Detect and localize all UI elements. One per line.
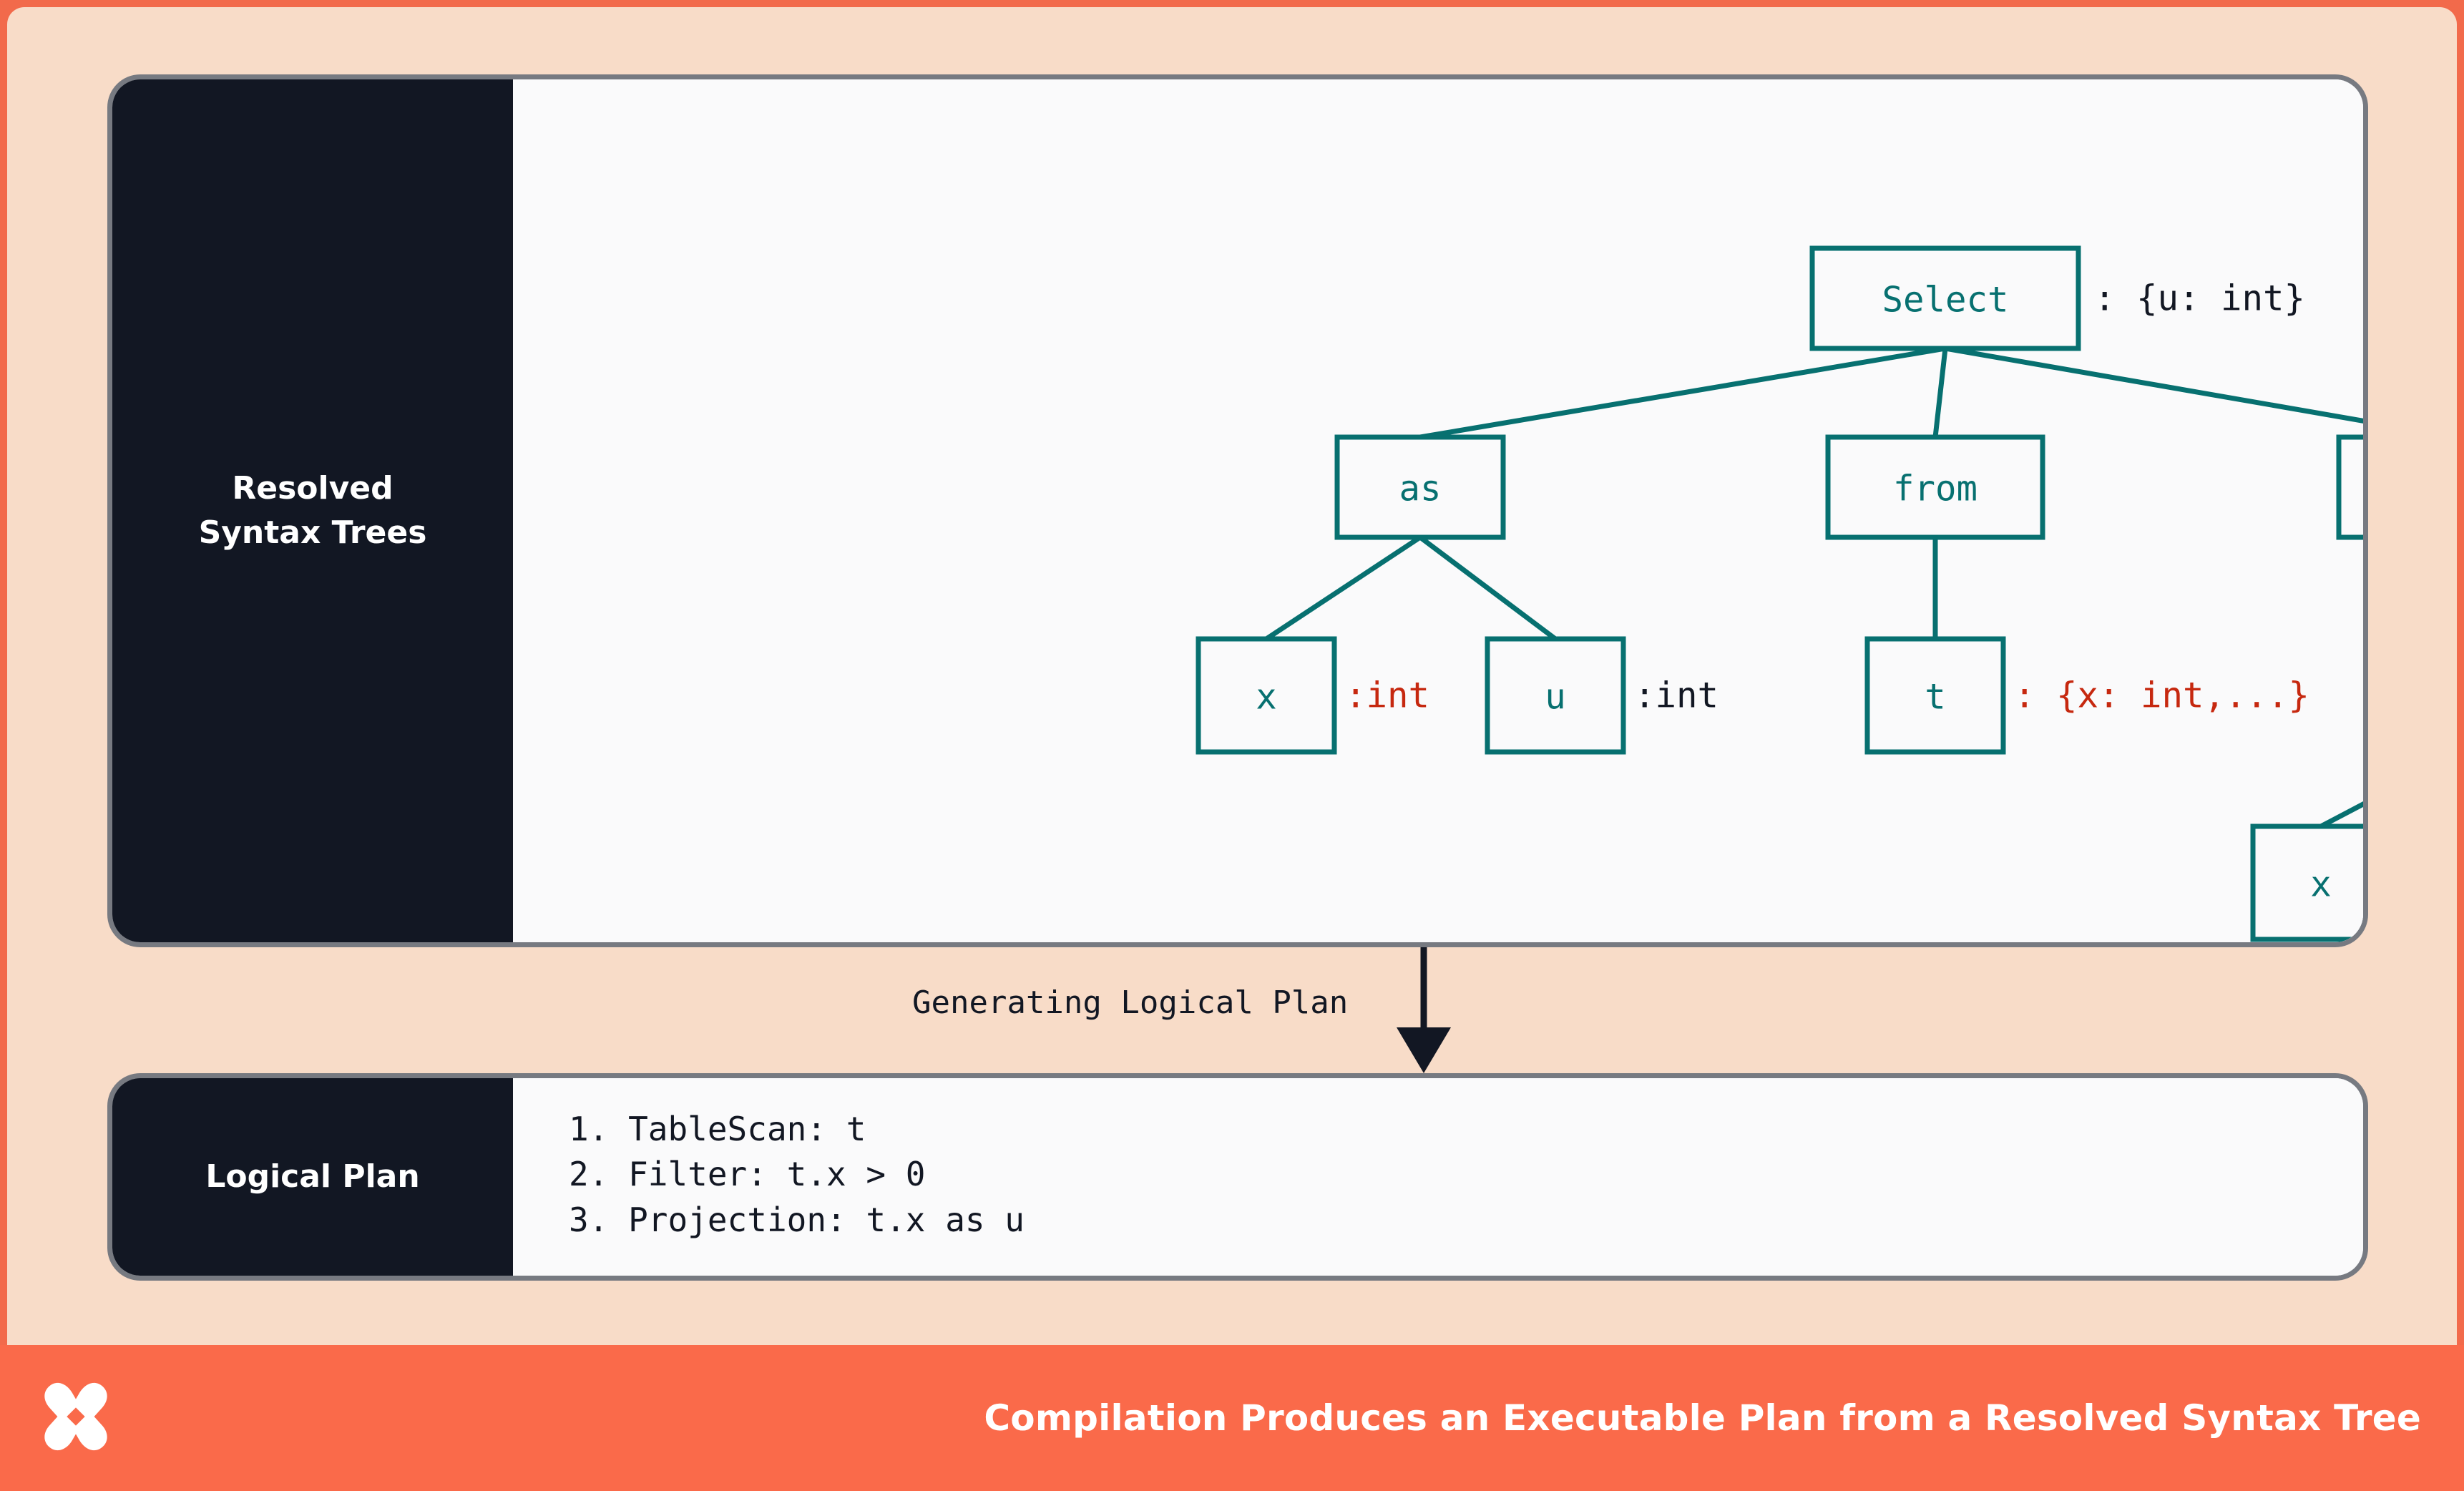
logical-plan-step-list: 1. TableScan: t 2. Filter: t.x > 0 3. Proj… xyxy=(569,1107,1025,1243)
resolved-syntax-trees-card: Resolved Syntax Trees Selectasfromwherex… xyxy=(107,74,2368,947)
footer-caption: Compilation Produces an Executable Plan … xyxy=(984,1397,2421,1439)
tree-type-annotation-group: : {u: int}:int:int: {x: int,...}:bool:in… xyxy=(1345,278,2309,716)
type-annotation-select: : {u: int} xyxy=(2094,278,2305,319)
tree-node-as-u[interactable] xyxy=(1485,636,1626,755)
tree-node-where[interactable] xyxy=(2336,434,2363,540)
tree-node-as-x[interactable] xyxy=(1196,636,1337,755)
tree-edge-gt-gt-x xyxy=(2319,801,2363,829)
tree-node-gt-x[interactable] xyxy=(2250,823,2363,942)
generating-plan-label: Generating Logical Plan xyxy=(912,984,1349,1021)
logical-plan-card: Logical Plan 1. TableScan: t 2. Filter: t… xyxy=(107,1073,2368,1281)
tree-node-group: Selectasfromwherexut>x0 xyxy=(1196,245,2363,942)
syntax-tree-graphic: Selectasfromwherexut>x0 : {u: int}:int:i… xyxy=(1196,245,2363,942)
syntax-tree-canvas: Selectasfromwherexut>x0 : {u: int}:int:i… xyxy=(513,79,2363,942)
tree-node-from[interactable] xyxy=(1825,434,2045,540)
tree-node-as[interactable] xyxy=(1334,434,1506,540)
tree-node-from-t[interactable] xyxy=(1864,636,2006,755)
resolved-syntax-trees-label: Resolved Syntax Trees xyxy=(198,469,427,551)
logical-plan-body: 1. TableScan: t 2. Filter: t.x > 0 3. Proj… xyxy=(513,1078,2363,1276)
butterfly-x-logo-icon xyxy=(44,1382,107,1451)
type-annotation-as-u: :int xyxy=(1634,675,1719,716)
logical-plan-step: 3. Projection: t.x as u xyxy=(569,1200,1025,1239)
type-annotation-from-t: : {x: int,...} xyxy=(2014,675,2309,716)
tree-edge-group xyxy=(1265,346,2363,829)
tree-node-select[interactable] xyxy=(1809,245,2081,351)
tree-node-label-from-t: t xyxy=(1925,677,1946,718)
tree-node-label-select: Select xyxy=(1882,280,2008,321)
tree-edge-as-as-u xyxy=(1418,535,1558,641)
tree-edge-select-where xyxy=(1945,346,2363,424)
logical-plan-label: Logical Plan xyxy=(205,1158,420,1195)
tree-node-label-as: as xyxy=(1399,469,1441,509)
tree-node-label-gt-x: x xyxy=(2310,864,2332,905)
footer-bar: Compilation Produces an Executable Plan … xyxy=(0,1345,2464,1491)
resolved-syntax-trees-sidebar: Resolved Syntax Trees xyxy=(112,79,513,942)
tree-node-label-from: from xyxy=(1893,469,1977,509)
tree-edge-select-as xyxy=(1419,346,1946,440)
tree-node-label-as-x: x xyxy=(1256,677,1277,718)
logical-plan-step: 1. TableScan: t xyxy=(569,1110,866,1148)
tree-node-label-as-u: u xyxy=(1545,677,1566,718)
tree-edge-as-as-x xyxy=(1265,535,1422,641)
logical-plan-step: 2. Filter: t.x > 0 xyxy=(569,1155,926,1194)
tree-edge-select-from xyxy=(1932,348,1948,438)
type-annotation-as-x: :int xyxy=(1345,675,1429,716)
logical-plan-sidebar: Logical Plan xyxy=(112,1078,513,1276)
